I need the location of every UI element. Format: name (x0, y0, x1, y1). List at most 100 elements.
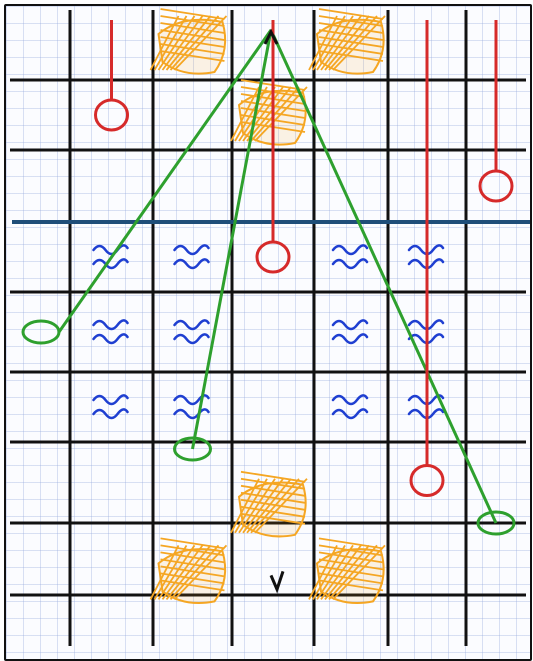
obstacle-stroke (332, 544, 386, 601)
obstacle-stroke (312, 15, 346, 71)
water-layer (92, 244, 445, 420)
obstacle-stroke (246, 478, 292, 534)
water-wave (331, 258, 369, 270)
obstacle-stroke (153, 544, 188, 600)
water-wave (173, 258, 210, 270)
water-wave (92, 258, 129, 270)
water-wave (331, 319, 369, 331)
obstacle-layer (149, 8, 386, 605)
obstacle-stroke (318, 565, 384, 578)
obstacle-stroke (254, 478, 308, 534)
obstacle-stroke (318, 8, 384, 20)
obstacle-stroke (318, 29, 384, 41)
obstacle-stroke (328, 544, 378, 600)
obstacle-stroke (240, 505, 306, 518)
water-icon (331, 319, 369, 345)
obstacle-stroke (161, 15, 204, 71)
water-icon (331, 244, 369, 270)
water-wave (92, 244, 129, 256)
obstacle-stroke (238, 86, 276, 142)
red-piece-head (478, 169, 514, 203)
water-wave (173, 408, 210, 420)
red-piece-head (94, 98, 129, 132)
green-trajectory-line (191, 29, 273, 450)
obstacle-stroke (234, 478, 268, 534)
water-wave (331, 394, 369, 406)
obstacle-stroke (160, 50, 225, 62)
obstacle-stroke (324, 15, 370, 71)
obstacle-stroke (254, 86, 308, 142)
obstacle-hatch (308, 537, 386, 605)
obstacle-stroke (318, 15, 384, 27)
water-icon (92, 319, 129, 345)
obstacle-stroke (324, 544, 370, 600)
down-arrow-icon (269, 570, 285, 594)
obstacle-stroke (318, 544, 384, 557)
obstacle-stroke (240, 477, 306, 490)
obstacle-stroke (160, 43, 225, 55)
red-piece-head (255, 240, 291, 274)
obstacle-stroke (160, 572, 225, 585)
green-piece-head (476, 510, 516, 536)
water-wave (173, 333, 210, 345)
water-wave (173, 244, 210, 256)
obstacle-hatch (230, 470, 308, 538)
water-icon (173, 244, 210, 270)
obstacle-stroke (240, 512, 306, 525)
obstacle-stroke (160, 579, 225, 592)
obstacle-stroke (157, 15, 196, 71)
obstacle-stroke (312, 544, 346, 600)
obstacle-hatch (308, 8, 386, 75)
obstacle-stroke (240, 491, 306, 504)
green-trajectory-line (57, 29, 273, 333)
green-trajectory-line (269, 29, 498, 524)
water-wave (331, 408, 369, 420)
obstacle-stroke (160, 8, 225, 20)
obstacle-stroke (242, 86, 284, 142)
water-wave (331, 244, 369, 256)
obstacle-stroke (234, 86, 268, 142)
obstacle-stroke (153, 15, 188, 71)
obstacle-stroke (320, 15, 362, 71)
obstacle-stroke (318, 43, 384, 55)
obstacle-hatch (230, 79, 308, 146)
obstacle-stroke (316, 15, 354, 71)
obstacle-stroke (169, 544, 220, 600)
green-piece-head (173, 436, 212, 462)
obstacle-stroke (316, 544, 354, 600)
water-wave (92, 319, 129, 331)
marker-layer (263, 28, 285, 594)
water-icon (331, 394, 369, 420)
obstacle-stroke (250, 478, 300, 534)
obstacle-stroke (160, 537, 225, 550)
water-wave (92, 333, 129, 345)
obstacle-stroke (328, 15, 378, 71)
obstacle-stroke (169, 15, 220, 71)
green-piece-head (21, 319, 61, 345)
obstacle-stroke (242, 478, 284, 534)
obstacle-stroke (157, 544, 196, 600)
obstacle-stroke (160, 15, 225, 27)
obstacle-stroke (246, 86, 292, 142)
obstacle-stroke (160, 544, 225, 557)
up-arrow-icon (263, 28, 279, 45)
obstacle-stroke (318, 537, 384, 550)
obstacle-stroke (160, 36, 225, 48)
obstacle-stroke (332, 15, 386, 71)
obstacle-stroke (165, 544, 212, 600)
obstacle-stroke (318, 579, 384, 592)
piece-layer (21, 20, 516, 536)
obstacle-stroke (318, 572, 384, 585)
obstacle-stroke (160, 29, 225, 41)
obstacle-stroke (161, 544, 204, 600)
water-wave (173, 319, 210, 331)
obstacle-stroke (318, 50, 384, 62)
water-icon (173, 319, 210, 345)
obstacle-stroke (240, 498, 306, 511)
water-wave (92, 394, 129, 406)
obstacle-hatch (149, 8, 228, 75)
red-piece-head (409, 464, 445, 497)
water-wave (331, 333, 369, 345)
water-icon (92, 244, 129, 270)
